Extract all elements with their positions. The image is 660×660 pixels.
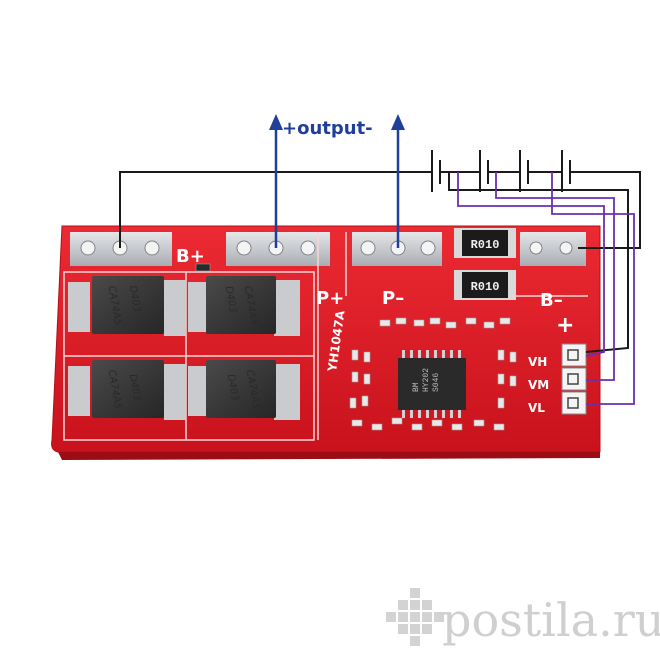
mosfet-1-line1: D403 <box>127 285 142 313</box>
terminal-pads-b-minus <box>520 232 586 266</box>
output-arrows <box>269 114 405 248</box>
label-plus: + <box>556 313 574 338</box>
smd-components <box>195 263 517 431</box>
balance-wiring-purple <box>457 172 635 405</box>
protection-ic: BM HY202 S046 <box>398 350 466 418</box>
mosfet-3-line1: D403 <box>127 373 142 401</box>
label-p-minus: P– <box>382 288 404 309</box>
ic-line2: HY202 <box>422 368 431 392</box>
watermark-text: postila.ru <box>442 593 660 647</box>
terminal-pads-p-plus <box>226 232 330 266</box>
ic-line1: BM <box>412 382 421 392</box>
resistor-2-label: R010 <box>471 280 500 294</box>
watermark-logo-icon <box>386 588 444 646</box>
shunt-resistor-1: R010 <box>454 228 516 258</box>
mosfet-4: D403 CA74A5 <box>188 360 300 420</box>
label-vm: VM <box>528 378 549 392</box>
mosfet-2-line1: D403 <box>223 285 238 313</box>
label-b-minus: B– <box>540 290 563 311</box>
silkscreen-lines <box>317 232 588 440</box>
shunt-resistor-2: R010 <box>454 270 516 300</box>
watermark: postila.ru <box>386 588 660 647</box>
mosfet-3: D403 CA74A5 <box>68 360 186 420</box>
resistor-1-label: R010 <box>471 238 500 252</box>
ic-line3: S046 <box>432 373 441 392</box>
mosfet-4-line1: D403 <box>225 373 240 401</box>
balance-pads <box>561 343 587 415</box>
label-vh: VH <box>528 355 547 369</box>
output-plus-arrowhead-icon <box>269 114 283 130</box>
mosfet-2: D403 CA74A5 <box>188 276 300 336</box>
label-b-plus: B+ <box>176 246 205 267</box>
output-minus-arrowhead-icon <box>391 114 405 130</box>
label-p-plus: P+ <box>316 288 344 309</box>
label-vl: VL <box>528 401 545 415</box>
mosfet-1: D403 CA74A5 <box>68 276 186 336</box>
output-label: +output- <box>282 118 373 139</box>
